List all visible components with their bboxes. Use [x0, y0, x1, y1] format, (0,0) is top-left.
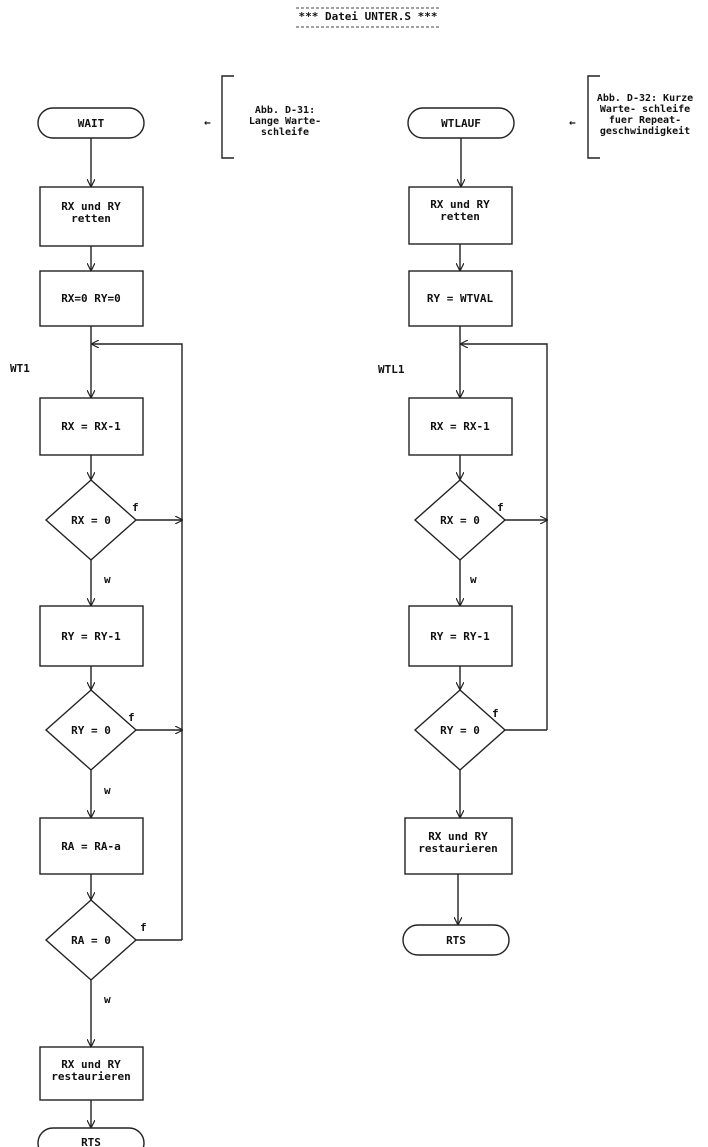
caption-bracket-left	[221, 75, 234, 159]
start-label-wtlauf: WTLAUF	[441, 117, 481, 130]
true-label-ra: w	[104, 993, 111, 1006]
caption-bracket-right	[587, 75, 600, 159]
start-label-wait: WAIT	[78, 117, 105, 130]
end-terminal-wait	[37, 1127, 145, 1147]
caption-left-line1: Abb. D-31:	[255, 105, 315, 116]
dec-ry-label: RY = RY-1	[61, 630, 121, 643]
restore-line2: restaurieren	[51, 1070, 130, 1083]
test-ry-label: RY = 0	[71, 724, 111, 737]
loop-label-wt1: WT1	[10, 362, 30, 375]
save-registers-box-right	[408, 186, 513, 245]
save-line1-right: RX und RY	[430, 198, 490, 211]
caption-right-line2: Warte- schleife	[600, 103, 690, 115]
decrement-ry-box-right	[408, 605, 513, 667]
loop-back-line-wt1	[92, 344, 183, 940]
restore-registers-box	[39, 1046, 144, 1101]
false-label-ra: f	[140, 921, 147, 934]
true-label-rx-right: w	[470, 573, 477, 586]
loop-label-wtl1: WTL1	[378, 363, 405, 376]
caption-arrow-left: ←	[204, 116, 211, 129]
test-rx-label: RX = 0	[71, 514, 111, 527]
true-label-ry: w	[104, 784, 111, 797]
dec-ra-label: RA = RA-a	[61, 840, 121, 853]
restore-line1-right: RX und RY	[428, 830, 488, 843]
caption-right-line4: geschwindigkeit	[600, 125, 690, 137]
end-label-wait: RTS	[81, 1136, 101, 1147]
restore-line2-right: restaurieren	[418, 842, 497, 855]
caption-right-line1: Abb. D-32: Kurze	[597, 93, 693, 104]
save-line2: retten	[71, 212, 111, 225]
false-label-ry: f	[128, 711, 135, 724]
caption-left-line3: schleife	[261, 126, 309, 138]
false-label-ry-right: f	[492, 707, 499, 720]
flowchart-wait: ← Abb. D-31: Lange Warte- schleife WAIT …	[10, 75, 321, 1147]
decrement-ra-box	[39, 817, 144, 875]
init-box-right	[408, 270, 513, 327]
end-terminal-wtlauf	[402, 924, 510, 956]
decrement-ry-box	[39, 605, 144, 667]
save-line2-right: retten	[440, 210, 480, 223]
save-registers-box	[39, 186, 144, 247]
init-label: RX=0 RY=0	[61, 292, 121, 305]
test-ra-label: RA = 0	[71, 934, 111, 947]
save-line1: RX und RY	[61, 200, 121, 213]
flowchart-wtlauf: ← Abb. D-32: Kurze Warte- schleife fuer …	[378, 75, 693, 956]
false-label-rx: f	[132, 501, 139, 514]
caption-right-line3: fuer Repeat-	[609, 115, 681, 126]
dec-rx-label-right: RX = RX-1	[430, 420, 490, 433]
decrement-rx-box-right	[408, 397, 513, 456]
test-rx-label-right: RX = 0	[440, 514, 480, 527]
restore-line1: RX und RY	[61, 1058, 121, 1071]
restore-registers-box-right	[404, 817, 513, 875]
dec-rx-label: RX = RX-1	[61, 420, 121, 433]
caption-left-line2: Lange Warte-	[249, 116, 321, 127]
end-label-wtlauf: RTS	[446, 934, 466, 947]
caption-arrow-right: ←	[569, 116, 576, 129]
false-label-rx-right: f	[497, 501, 504, 514]
test-ry-label-right: RY = 0	[440, 724, 480, 737]
loop-back-line-wtl1	[461, 344, 548, 730]
true-label-rx: w	[104, 573, 111, 586]
init-label-right: RY = WTVAL	[427, 292, 494, 305]
dec-ry-label-right: RY = RY-1	[430, 630, 490, 643]
page-title: *** Datei UNTER.S ***	[298, 10, 437, 23]
